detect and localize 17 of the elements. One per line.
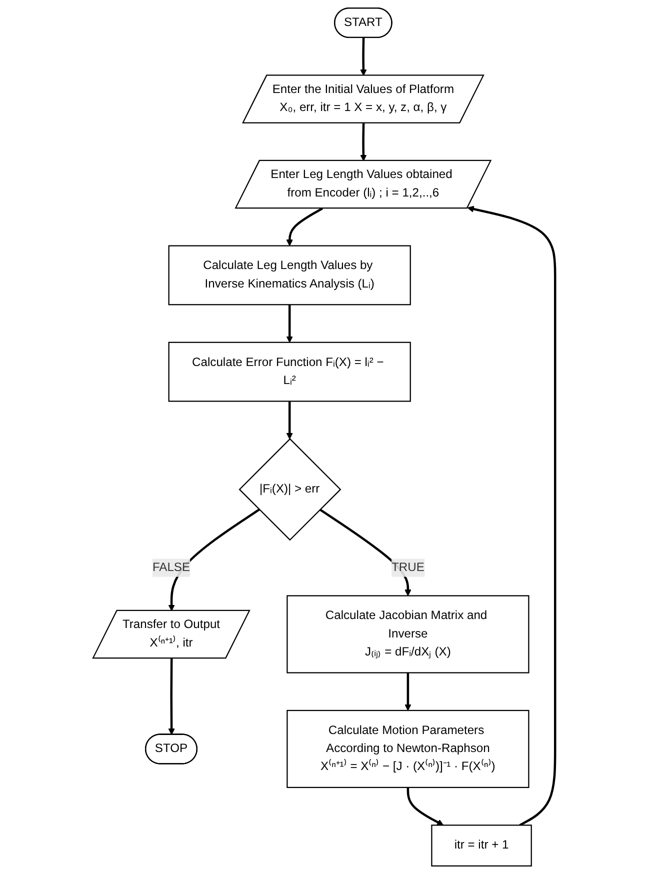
node-box: Calculate Motion Parameters According to Newton-Raphson X⁽ⁿ⁺¹⁾ = X⁽ⁿ⁾ − [J · (X⁽ⁿ⁾)]⁻¹ · F(X⁽ⁿ⁾) [287, 710, 530, 788]
arrow [405, 672, 412, 711]
arrow [407, 787, 444, 826]
node-diamond: |Fᵢ(X)| > err [239, 438, 342, 541]
node-box: Calculate Error Function Fᵢ(X) = lᵢ² − Lᵢ² [168, 342, 412, 402]
arrow [168, 658, 176, 735]
arrow [286, 401, 294, 440]
edge-label: FALSE [152, 561, 190, 574]
node-box: itr = itr + 1 [432, 824, 532, 867]
node-box: Calculate Leg Length Values by Inverse Kinematics Analysis (Lᵢ) [168, 245, 412, 306]
arrow [360, 123, 368, 162]
arrow [286, 207, 324, 246]
arrow [360, 38, 368, 76]
node-box: Calculate Jacobian Matrix and Inverse J₍ᵢⱼ₎ = dFᵢ/dXⱼ (X) [287, 595, 530, 674]
arrow [468, 206, 557, 826]
edge-label: TRUE [392, 561, 425, 574]
arrow [286, 304, 294, 343]
